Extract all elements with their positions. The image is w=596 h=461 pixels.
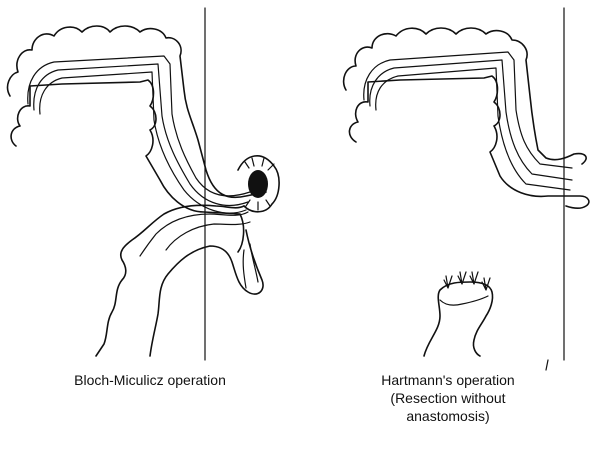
distal-loop-outer: [96, 205, 244, 356]
stoma-opening: [248, 170, 268, 198]
colon-outer-wall-right: [344, 28, 587, 164]
distal-loop-mucosa-4: [243, 250, 246, 288]
hartmanns-illustration: [344, 8, 589, 370]
bloch-miculicz-caption-text: Bloch-Miculicz operation: [0, 371, 300, 389]
distal-loop-mucosa-1: [140, 212, 248, 256]
hartmanns-caption-line-1: Hartmann's operation: [316, 371, 580, 389]
rectal-stump: [424, 282, 493, 356]
hartmanns-caption-line-3: anastomosis): [316, 407, 580, 425]
stump-sutures: [444, 272, 490, 290]
colon-mucosa-line-2: [34, 64, 248, 205]
hartmanns-caption-line-2: (Resection without: [316, 389, 580, 407]
colon-mucosa-line-1: [28, 56, 250, 196]
colon-mucosa-line-3: [40, 72, 246, 213]
colon-inner-wall: [11, 80, 244, 252]
rectal-stump-inner: [440, 296, 488, 305]
bloch-miculicz-illustration: [8, 8, 280, 360]
colon-inner-wall-right: [349, 76, 588, 208]
bloch-miculicz-caption: Bloch-Miculicz operation: [0, 371, 300, 389]
hartmanns-caption: Hartmann's operation (Resection without …: [316, 371, 580, 425]
colon-mucosa-line-3-right: [376, 68, 570, 190]
colon-outer-wall: [8, 26, 266, 197]
colon-mucosa-line-1-right: [364, 52, 572, 168]
distal-loop-mucosa-3: [250, 244, 258, 282]
tick-mark: [546, 360, 548, 370]
